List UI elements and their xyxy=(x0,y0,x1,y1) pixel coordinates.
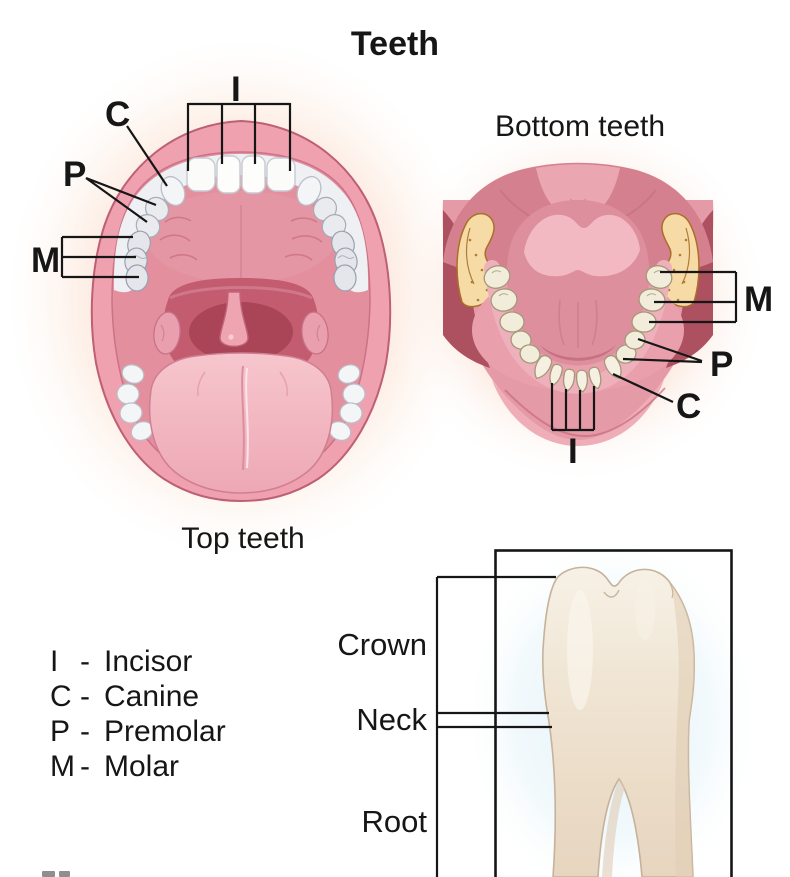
tongue xyxy=(506,200,650,366)
anatomy-bracket xyxy=(435,575,556,877)
neck-label: Neck xyxy=(356,702,427,737)
legend-dash: - xyxy=(80,715,90,748)
label-lines xyxy=(60,102,738,877)
legend-item-premolar: P-Premolar xyxy=(50,715,226,750)
bottom-premolar-lines xyxy=(622,337,703,364)
legend-name: Canine xyxy=(104,680,200,713)
legend-item-canine: C-Canine xyxy=(50,680,226,715)
tonsils xyxy=(153,311,329,355)
legend-abbr: P xyxy=(50,715,71,748)
watermark-fragment xyxy=(42,871,55,877)
page-title: Teeth xyxy=(350,25,440,63)
legend-dash: - xyxy=(80,750,90,783)
bottom-incisor-label: I xyxy=(568,432,578,471)
bottom-incisor-bracket xyxy=(550,383,596,432)
root-label: Root xyxy=(361,804,427,839)
upper-canines xyxy=(160,175,322,207)
watermark-fragment xyxy=(59,871,70,877)
bottom-molar-bracket xyxy=(649,270,738,324)
palate-highlight xyxy=(536,164,620,215)
uvula xyxy=(219,291,249,347)
bottom-premolar-label: P xyxy=(710,345,734,384)
top-molar-bracket xyxy=(60,235,139,279)
top-figure-caption: Top teeth xyxy=(181,522,305,555)
top-premolar-label: P xyxy=(63,155,87,194)
upper-molars xyxy=(124,230,358,292)
cusp-cleft xyxy=(603,589,620,598)
lower-lip xyxy=(492,380,664,446)
legend-name: Molar xyxy=(104,750,180,783)
lower-teeth-edges xyxy=(116,364,366,441)
legend-abbr: I xyxy=(50,645,59,678)
soft-palate-edge xyxy=(169,286,313,300)
bottom-figure-title: Bottom teeth xyxy=(494,110,666,143)
legend-name: Premolar xyxy=(104,715,226,748)
legend-abbr: C xyxy=(50,680,72,713)
top-teeth-illustration xyxy=(0,30,484,566)
bottom-canine-label: C xyxy=(676,387,702,426)
bottom-teeth-illustration xyxy=(388,110,772,486)
root-cleft-shade xyxy=(602,779,625,877)
inner-lip-line xyxy=(504,387,666,438)
top-incisor-label: I xyxy=(231,70,241,109)
uvula-highlight xyxy=(228,334,234,340)
tooth-shading-right xyxy=(671,584,695,877)
bottom-molar-label: M xyxy=(744,280,774,319)
legend-item-molar: M-Molar xyxy=(50,750,226,785)
legend-item-incisor: I-Incisor xyxy=(50,645,226,680)
tongue xyxy=(148,352,334,494)
tooth-highlight xyxy=(567,590,593,710)
tooth-anatomy-illustration xyxy=(460,530,764,877)
legend-dash: - xyxy=(80,680,90,713)
top-premolar-lines xyxy=(85,176,157,223)
legend-name: Incisor xyxy=(104,645,193,678)
tongue-groove xyxy=(196,365,289,471)
upper-incisors xyxy=(186,155,296,194)
tooth-box xyxy=(494,549,733,877)
cusp-highlight xyxy=(635,580,655,640)
top-molar-label: M xyxy=(31,241,61,280)
legend-abbr: M xyxy=(50,750,75,783)
crown-label: Crown xyxy=(337,627,427,662)
top-incisor-bracket xyxy=(186,102,292,171)
legend: I-Incisor C-Canine P-Premolar M-Molar xyxy=(50,645,226,785)
cusp-notch xyxy=(667,579,674,599)
top-canine-label: C xyxy=(105,95,131,134)
bottom-canine-line xyxy=(612,373,674,403)
lower-teeth-arch xyxy=(483,265,673,393)
legend-dash: - xyxy=(80,645,90,678)
top-canine-line xyxy=(126,125,168,187)
